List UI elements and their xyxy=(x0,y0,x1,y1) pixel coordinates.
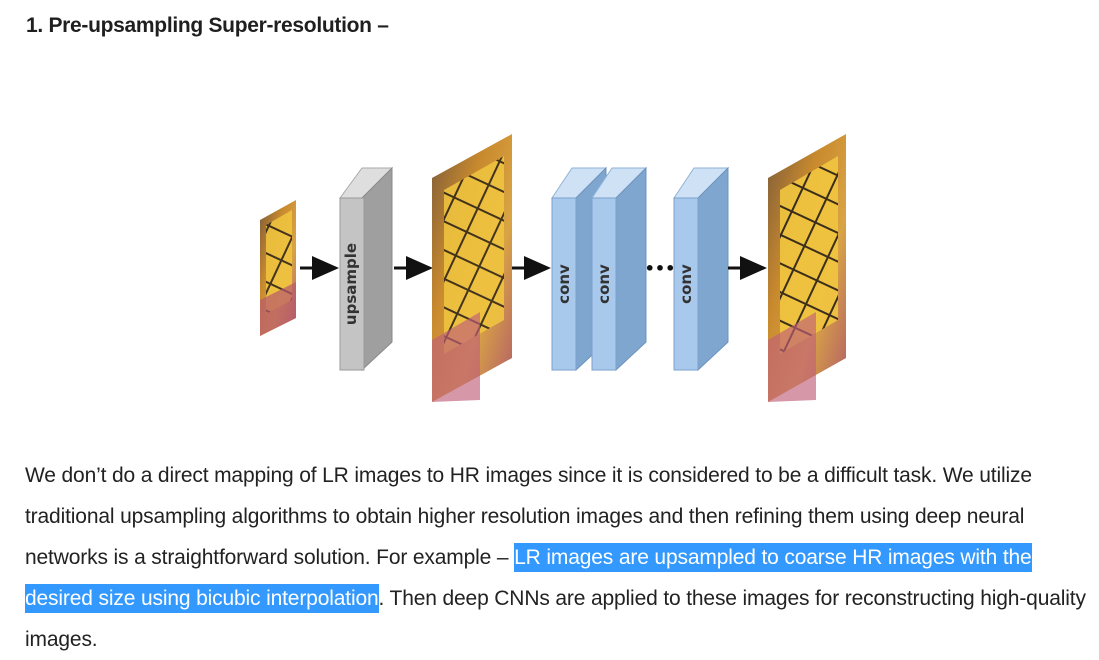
upsample-label: upsample xyxy=(342,243,360,325)
paragraph-text-before: We don’t do a direct mapping of LR image… xyxy=(25,464,1032,569)
lr-input-image xyxy=(260,200,296,336)
coarse-hr-image xyxy=(432,134,512,402)
conv-block-3: conv xyxy=(673,166,729,372)
conv-label-1: conv xyxy=(555,264,573,304)
ellipsis-dots: ••• xyxy=(645,259,676,278)
section-heading: 1. Pre-upsampling Super-resolution – xyxy=(26,14,389,37)
upsample-block: upsample xyxy=(339,166,393,372)
conv-label-2: conv xyxy=(595,264,613,304)
conv-block-2: conv xyxy=(591,166,647,372)
pre-upsampling-diagram: upsample conv conv ••• conv xyxy=(260,134,846,402)
output-hr-image xyxy=(768,134,846,402)
conv-label-3: conv xyxy=(677,264,695,304)
body-paragraph: We don’t do a direct mapping of LR image… xyxy=(25,455,1093,660)
